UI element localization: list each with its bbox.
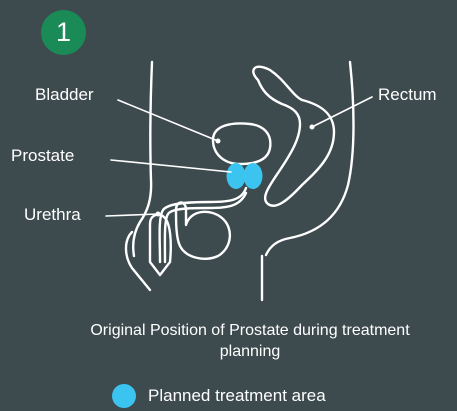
prostate-label: Prostate — [11, 146, 74, 166]
scrotum-outline — [176, 203, 230, 259]
bladder-leader-line — [118, 100, 218, 141]
rectum-outline — [253, 67, 334, 206]
urethra-leader-line — [106, 214, 158, 216]
prostate-right-lobe — [244, 163, 263, 189]
front-leg-line — [126, 232, 150, 290]
body-back-outline — [266, 62, 354, 255]
prostate-leader-line — [111, 160, 231, 172]
urethra-outer — [160, 188, 246, 262]
rectum-leader-line — [312, 97, 372, 127]
bladder-label: Bladder — [35, 85, 94, 105]
diagram-caption: Original Position of Prostate during tre… — [60, 320, 440, 362]
bladder-outline — [213, 123, 270, 164]
urethra-label: Urethra — [24, 205, 81, 225]
prostate-left-lobe — [227, 163, 246, 189]
rectum-label: Rectum — [378, 85, 437, 105]
legend-color-swatch — [112, 384, 136, 408]
legend-label: Planned treatment area — [148, 386, 326, 406]
legend: Planned treatment area — [112, 384, 326, 408]
